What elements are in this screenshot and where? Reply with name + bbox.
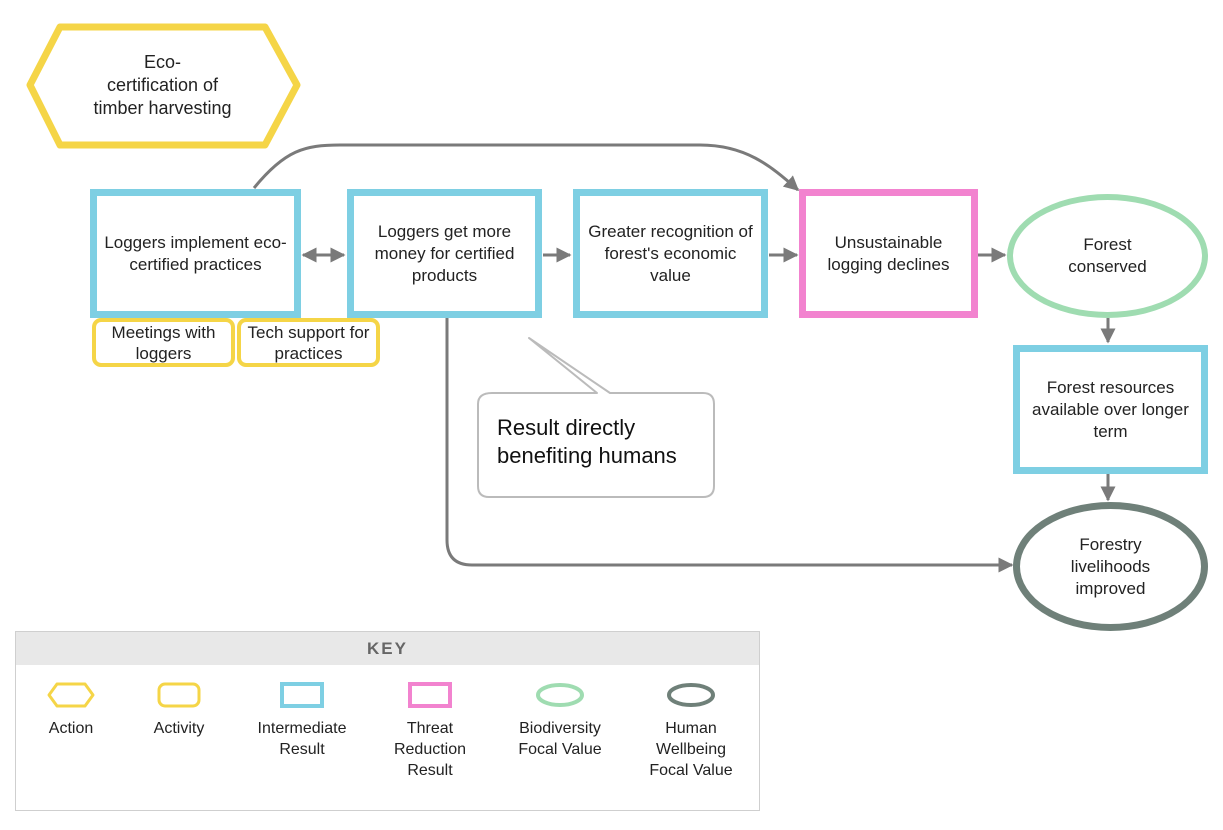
intermediate-result-recognition[interactable]: Greater recognition of forest's economic… bbox=[573, 189, 768, 318]
key-label-threat: Threat Reduction Result bbox=[393, 720, 467, 779]
recognition-label: Greater recognition of forest's economic… bbox=[588, 221, 753, 285]
forest-conserved-label: Forest conserved bbox=[1068, 235, 1147, 276]
resources-label: Forest resources available over longer t… bbox=[1032, 377, 1189, 441]
key-label-action: Action bbox=[48, 720, 94, 737]
rounded-rect-icon bbox=[157, 682, 201, 708]
ellipse-icon bbox=[536, 683, 584, 707]
key-label-activity: Activity bbox=[153, 720, 205, 737]
key-item-intermediate: Intermediate Result bbox=[247, 682, 357, 760]
rectangle-icon bbox=[280, 682, 324, 708]
tech-label: Tech support for practices bbox=[247, 322, 370, 363]
key-item-biodiversity: Biodiversity Focal Value bbox=[505, 682, 615, 760]
activity-meetings[interactable]: Meetings with loggers bbox=[92, 318, 235, 367]
key-label-biodiversity: Biodiversity Focal Value bbox=[518, 720, 602, 758]
intermediate-result-implement[interactable]: Loggers implement eco-certified practice… bbox=[90, 189, 301, 318]
action-label: Eco- certification of timber harvesting bbox=[93, 51, 232, 118]
ellipse-icon bbox=[667, 683, 715, 707]
livelihoods-label: Forestry livelihoods improved bbox=[1070, 534, 1151, 598]
activity-tech-support[interactable]: Tech support for practices bbox=[237, 318, 380, 367]
threat-reduction-unsustainable[interactable]: Unsustainable logging declines bbox=[799, 189, 978, 318]
key-item-activity: Activity bbox=[124, 682, 234, 739]
key-item-threat: Threat Reduction Result bbox=[375, 682, 485, 781]
callout-text: Result directly benefiting humans bbox=[497, 415, 677, 468]
action-node[interactable]: Eco- certification of timber harvesting bbox=[55, 45, 270, 125]
key-label-intermediate: Intermediate Result bbox=[257, 720, 347, 758]
rectangle-icon bbox=[408, 682, 452, 708]
implement-label: Loggers implement eco-certified practice… bbox=[104, 232, 287, 274]
human-wellbeing-livelihoods[interactable]: Forestry livelihoods improved bbox=[1013, 502, 1208, 631]
key-legend: KEY Action Activity Intermediate Result … bbox=[15, 631, 760, 811]
key-item-human: Human Wellbeing Focal Value bbox=[636, 682, 746, 781]
meetings-label: Meetings with loggers bbox=[111, 322, 216, 363]
key-label-human: Human Wellbeing Focal Value bbox=[649, 720, 733, 779]
biodiversity-forest-conserved[interactable]: Forest conserved bbox=[1007, 194, 1208, 318]
key-title: KEY bbox=[16, 632, 759, 665]
intermediate-result-money[interactable]: Loggers get more money for certified pro… bbox=[347, 189, 542, 318]
hexagon-icon bbox=[47, 682, 95, 708]
key-item-action: Action bbox=[16, 682, 126, 739]
arrow-implement-unsustainable bbox=[252, 143, 800, 192]
intermediate-result-resources[interactable]: Forest resources available over longer t… bbox=[1013, 345, 1208, 474]
money-label: Loggers get more money for certified pro… bbox=[374, 221, 515, 285]
unsustainable-label: Unsustainable logging declines bbox=[827, 232, 950, 274]
